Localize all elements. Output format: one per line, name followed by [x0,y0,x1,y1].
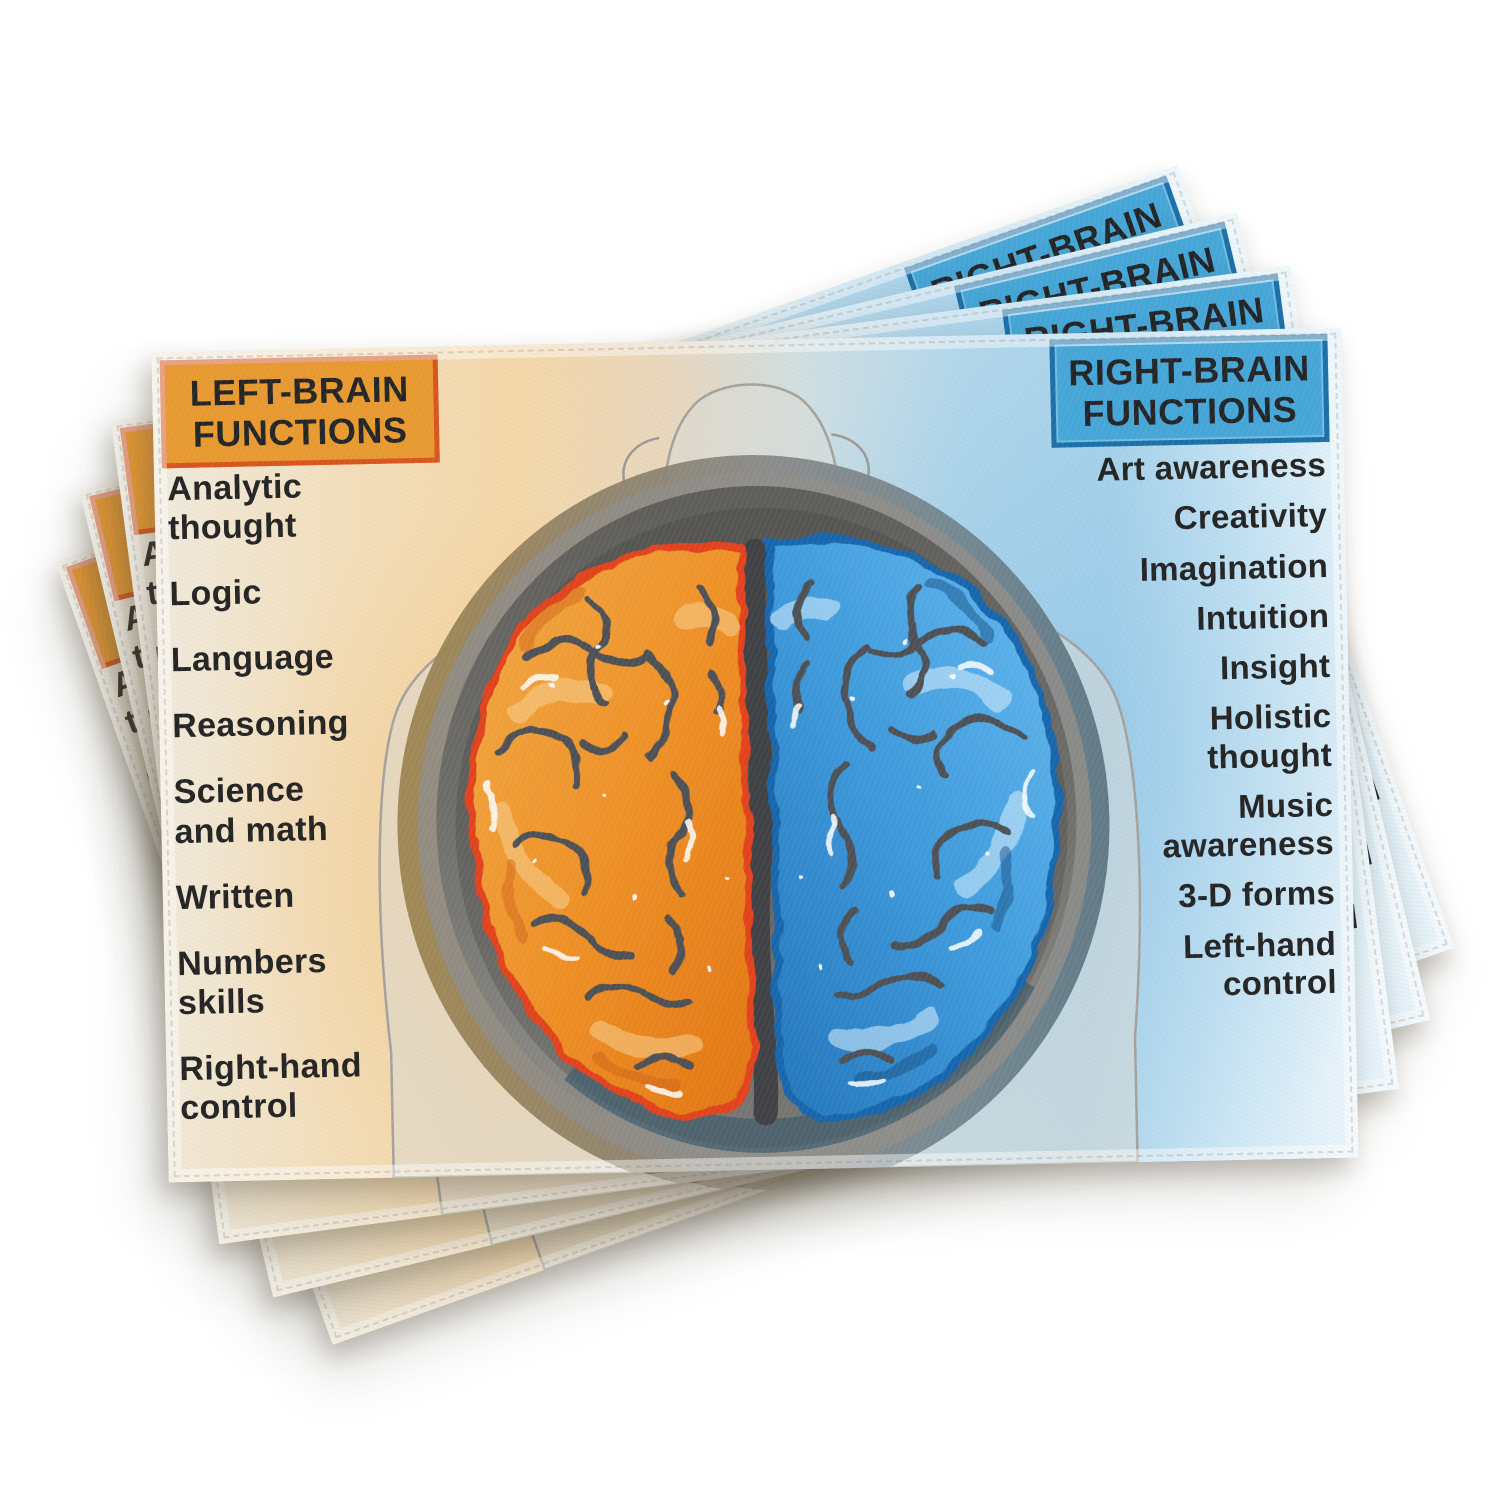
placemat-layer-1: LEFT-BRAIN FUNCTIONS RIGHT-BRAIN FUNCTIO… [151,327,1359,1183]
left-shadow-strokes [502,585,680,1091]
list-item: Science and math [173,770,329,851]
right-shadow-strokes [854,578,1014,1085]
left-brain-header: LEFT-BRAIN FUNCTIONS [159,354,440,469]
brain-glints [484,660,1035,1097]
list-item: Art awareness [1096,445,1327,488]
brain-specks [536,638,988,973]
list-item: Logic [169,573,263,614]
list-item: Right-hand control [179,1046,363,1128]
left-functions-list: Analytic thought Logic Language Reasonin… [167,466,363,1128]
list-item: Reasoning [171,703,350,746]
brain-sulci [493,579,1024,1071]
list-item: 3-D forms [1177,874,1336,915]
list-item: Language [170,638,335,680]
list-item: Music awareness [1162,785,1335,865]
right-functions-list: Art awareness Creativity Imagination Int… [1096,446,1337,1006]
brain-illustration [378,383,1142,1183]
left-highlight-patches [490,603,740,1059]
list-item: Imagination [1139,546,1329,588]
list-item: Left-hand control [1182,924,1338,1003]
list-item: Insight [1219,646,1331,687]
mat-design: LEFT-BRAIN FUNCTIONS RIGHT-BRAIN FUNCTIO… [151,327,1359,1183]
list-item: Creativity [1173,496,1328,537]
central-fissure [741,538,779,1126]
list-item: Numbers skills [176,941,328,1022]
list-item: Analytic thought [166,467,303,548]
list-item: Holistic thought [1206,697,1333,776]
right-brain-header: RIGHT-BRAIN FUNCTIONS [1049,333,1330,448]
list-item: Intuition [1196,596,1330,637]
list-item: Written [175,876,295,917]
